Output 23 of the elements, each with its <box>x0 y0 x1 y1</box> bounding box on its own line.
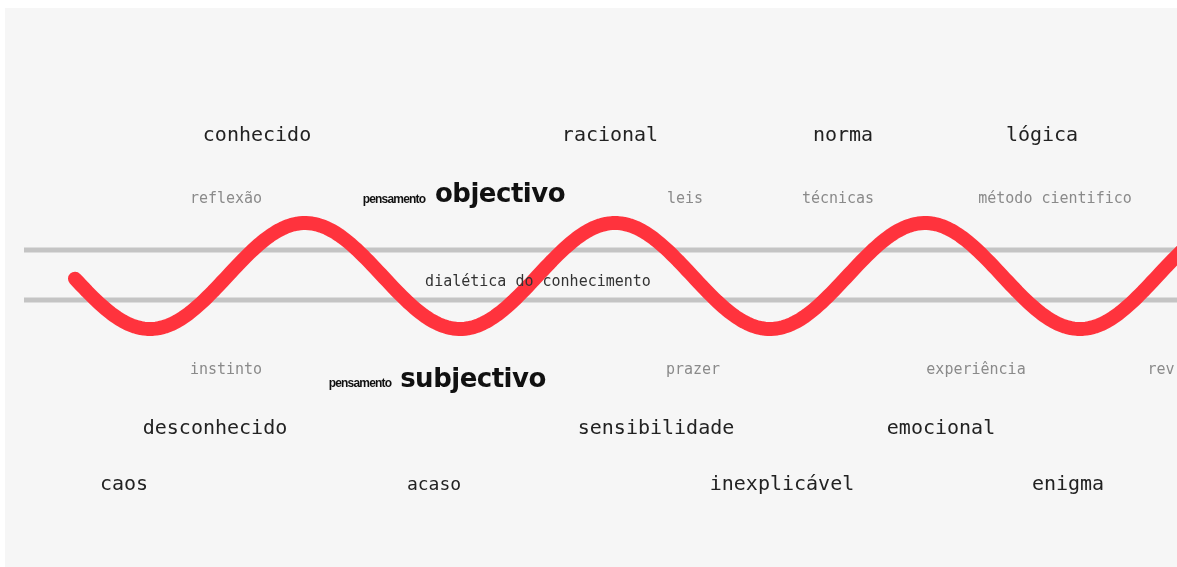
concept-word: norma <box>812 122 874 146</box>
concept-word: sensibilidade <box>577 415 735 439</box>
concept-word: desconhecido <box>142 415 288 439</box>
term-word: método cientifico <box>978 189 1132 207</box>
prefix-word: pensamento <box>328 376 392 390</box>
term-word: instinto <box>189 360 263 378</box>
heading-word: subjectivo <box>400 363 546 393</box>
concept-word: inexplicável <box>709 471 855 495</box>
concept-word: enigma <box>1031 471 1105 495</box>
concept-word: emocional <box>886 415 996 439</box>
term-word: reflexão <box>189 189 263 207</box>
term-word: experiência <box>926 360 1026 378</box>
term-word: rev <box>1147 360 1175 378</box>
concept-word: caos <box>99 471 149 495</box>
term-word: leis <box>666 189 704 207</box>
concept-word: racional <box>561 122 659 146</box>
heading-word: objectivo <box>434 178 566 208</box>
concept-word: conhecido <box>202 122 312 146</box>
prefix-word: pensamento <box>362 192 426 206</box>
term-word: prazer <box>665 360 721 378</box>
concept-word: acaso <box>406 472 462 494</box>
concept-word: lógica <box>1005 122 1079 146</box>
term-word: técnicas <box>801 189 875 207</box>
